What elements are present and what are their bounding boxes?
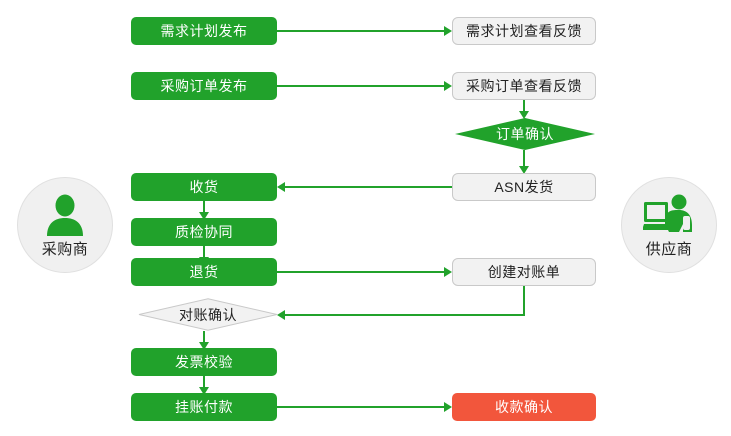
node-statement-confirm[interactable]: 对账确认 — [138, 298, 278, 331]
connector-confirm-to-asn-arrow — [519, 166, 529, 174]
node-demand-plan-publish[interactable]: 需求计划发布 — [131, 17, 277, 45]
connector-receive-to-quality — [203, 201, 205, 213]
connector-asn-to-receive — [285, 186, 452, 188]
node-demand-plan-feedback-label: 需求计划查看反馈 — [466, 23, 582, 39]
node-receipt-confirm[interactable]: 收款确认 — [452, 393, 596, 421]
person-icon — [43, 194, 87, 241]
connector-purchase-order — [277, 85, 444, 87]
connector-quality-to-return — [203, 246, 205, 258]
connector-order-to-confirm — [523, 100, 525, 112]
node-pending-payment[interactable]: 挂账付款 — [131, 393, 277, 421]
node-invoice-verify[interactable]: 发票校验 — [131, 348, 277, 376]
node-receipt-confirm-label: 收款确认 — [495, 399, 553, 415]
actor-supplier: 供应商 — [621, 177, 717, 273]
connector-demand-plan-arrow — [444, 26, 452, 36]
node-demand-plan-publish-label: 需求计划发布 — [160, 23, 248, 39]
node-return-goods[interactable]: 退货 — [131, 258, 277, 286]
connector-demand-plan — [277, 30, 444, 32]
node-purchase-order-publish[interactable]: 采购订单发布 — [131, 72, 277, 100]
node-order-confirm-label: 订单确认 — [496, 126, 554, 142]
connector-invoice-to-payment-arrow — [199, 387, 209, 395]
connector-return-to-statement-arrow — [444, 267, 452, 277]
actor-supplier-label: 供应商 — [645, 240, 693, 258]
node-purchase-order-feedback[interactable]: 采购订单查看反馈 — [452, 72, 596, 100]
node-receive-goods-label: 收货 — [189, 179, 219, 195]
connector-statement-vertical — [523, 286, 525, 315]
node-create-statement-label: 创建对账单 — [487, 264, 561, 280]
node-quality-collab[interactable]: 质检协同 — [131, 218, 277, 246]
node-demand-plan-feedback[interactable]: 需求计划查看反馈 — [452, 17, 596, 45]
person-at-computer-icon — [642, 194, 695, 241]
node-receive-goods[interactable]: 收货 — [131, 173, 277, 201]
connector-statement-arrow — [277, 310, 285, 320]
node-order-confirm[interactable]: 订单确认 — [455, 118, 595, 150]
actor-buyer: 采购商 — [17, 177, 113, 273]
node-asn-shipment-label: ASN发货 — [494, 179, 554, 195]
connector-invoice-to-payment — [203, 376, 205, 388]
node-statement-confirm-label: 对账确认 — [179, 306, 237, 323]
node-pending-payment-label: 挂账付款 — [175, 399, 233, 415]
connector-confirm-to-asn — [523, 150, 525, 167]
node-invoice-verify-label: 发票校验 — [175, 354, 233, 370]
connector-payment-to-receipt — [277, 406, 444, 408]
node-purchase-order-feedback-label: 采购订单查看反馈 — [466, 78, 582, 94]
connector-asn-to-receive-arrow — [277, 182, 285, 192]
connector-purchase-order-arrow — [444, 81, 452, 91]
connector-confirm-to-invoice-arrow — [199, 342, 209, 350]
connector-order-to-confirm-arrow — [519, 111, 529, 119]
connector-confirm-to-invoice — [203, 331, 205, 343]
node-create-statement[interactable]: 创建对账单 — [452, 258, 596, 286]
actor-buyer-label: 采购商 — [41, 240, 89, 258]
connector-receive-to-quality-arrow — [199, 212, 209, 220]
connector-statement-horizontal — [285, 314, 525, 316]
connector-payment-to-receipt-arrow — [444, 402, 452, 412]
node-return-goods-label: 退货 — [189, 264, 219, 280]
node-quality-collab-label: 质检协同 — [175, 224, 233, 240]
connector-return-to-statement — [277, 271, 444, 273]
node-purchase-order-publish-label: 采购订单发布 — [160, 78, 248, 94]
node-asn-shipment[interactable]: ASN发货 — [452, 173, 596, 201]
